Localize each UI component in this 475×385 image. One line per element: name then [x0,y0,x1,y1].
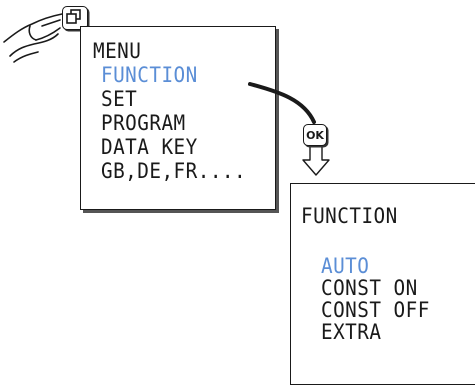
function-item-const-off[interactable]: CONST OFF [321,298,430,322]
menu-item-set[interactable]: SET [101,87,138,111]
window-stack-icon [66,9,81,24]
menu-screen: MENU FUNCTION SET PROGRAM DATA KEY GB,DE… [80,26,276,210]
function-item-auto[interactable]: AUTO [321,254,370,278]
function-screen: FUNCTION AUTO CONST ON CONST OFF EXTRA [290,183,475,385]
function-item-const-on[interactable]: CONST ON [321,276,418,300]
ok-key-label: OK [306,128,324,142]
ok-key-button[interactable]: OK [303,124,327,146]
menu-item-language[interactable]: GB,DE,FR.... [101,159,247,183]
function-title: FUNCTION [301,204,398,228]
menu-item-program[interactable]: PROGRAM [101,111,186,135]
menu-item-data-key[interactable]: DATA KEY [101,135,198,159]
menu-title: MENU [93,39,142,63]
menu-item-function[interactable]: FUNCTION [101,63,198,87]
arrow-down-icon [302,143,330,176]
function-item-extra[interactable]: EXTRA [321,320,382,344]
